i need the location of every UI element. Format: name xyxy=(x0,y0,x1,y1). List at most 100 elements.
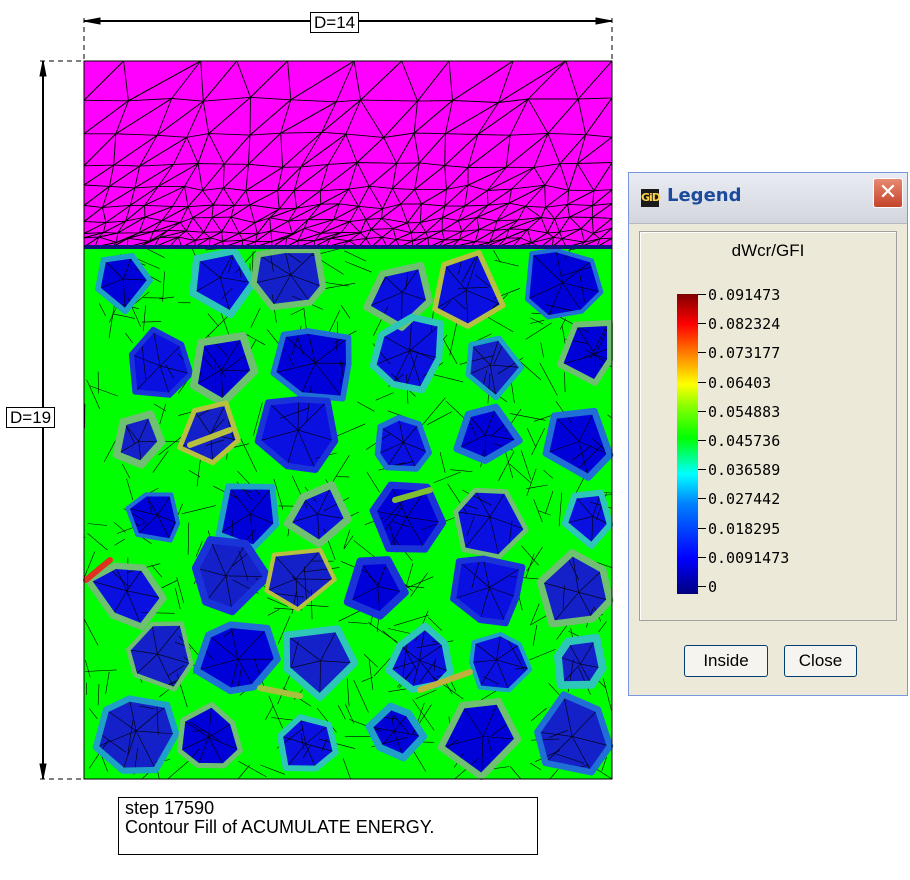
mesh-edge xyxy=(559,354,596,365)
mesh-edge xyxy=(455,511,490,518)
mesh-edge xyxy=(533,167,546,186)
mesh-edge xyxy=(467,134,511,168)
close-button[interactable]: Close xyxy=(784,645,857,677)
mesh-edge xyxy=(337,705,346,720)
mesh-edge xyxy=(103,259,124,280)
mesh-edge xyxy=(297,429,316,471)
mesh-edge xyxy=(395,232,412,240)
grain-boundary xyxy=(453,487,529,560)
mesh-edge xyxy=(594,767,613,780)
mesh-edge xyxy=(115,98,172,135)
legend-tick-label: 0.091473 xyxy=(697,286,781,304)
mesh-edge xyxy=(392,462,405,466)
mesh-edge xyxy=(209,231,222,239)
mesh-edge xyxy=(188,470,201,478)
mesh-edge xyxy=(249,99,292,136)
mesh-edge xyxy=(193,369,222,386)
mesh-edge xyxy=(366,292,403,308)
inside-button[interactable]: Inside xyxy=(684,645,768,677)
mesh-edge xyxy=(339,359,344,379)
mesh-edge xyxy=(407,347,440,363)
mesh-edge xyxy=(415,689,437,700)
mesh-edge xyxy=(253,274,291,284)
grain-boundary xyxy=(177,400,241,466)
mesh-edge xyxy=(256,217,271,235)
mesh-edge xyxy=(340,361,343,383)
mesh-edge xyxy=(381,203,401,219)
mesh-edge xyxy=(370,218,382,230)
mesh-edge xyxy=(290,308,304,316)
mesh-edge xyxy=(470,344,491,366)
mesh-edge xyxy=(485,434,520,441)
mesh-edge xyxy=(335,60,355,102)
mesh-edge xyxy=(291,219,309,235)
mesh-edge xyxy=(520,450,532,480)
mesh-edge xyxy=(534,750,561,763)
close-x-icon[interactable]: ✕ xyxy=(873,178,903,208)
mesh-edge xyxy=(139,135,158,167)
mesh-edge xyxy=(474,490,491,518)
mesh-edge xyxy=(286,634,321,662)
mesh-edge xyxy=(449,323,457,356)
mesh-edge xyxy=(527,217,542,230)
legend-tick-label: 0.06403 xyxy=(697,373,772,392)
mesh-edge xyxy=(129,698,137,731)
mesh-edge xyxy=(172,186,185,207)
mesh-edge xyxy=(349,221,361,234)
mesh-edge xyxy=(295,578,299,610)
mesh-edge xyxy=(544,163,561,186)
mesh-edge xyxy=(493,220,498,231)
mesh-edge xyxy=(152,329,161,366)
mesh-edge xyxy=(410,222,421,234)
legend-window[interactable]: GiD Legend ✕ dWcr/GFI 0.091473 0.082324 0.… xyxy=(628,172,908,696)
mesh-edge xyxy=(493,342,505,365)
mesh-edge xyxy=(99,733,126,753)
mesh-edge xyxy=(444,134,479,166)
mesh-edge xyxy=(559,134,587,164)
mesh-edge xyxy=(221,335,244,371)
mesh-edge xyxy=(197,737,209,766)
mesh-edge xyxy=(375,392,394,401)
mesh-edge xyxy=(156,100,204,136)
mesh-edge xyxy=(83,162,613,168)
mesh-edge xyxy=(286,430,299,467)
mesh-edge xyxy=(473,641,497,661)
mesh-edge xyxy=(419,203,422,223)
mesh-edge xyxy=(505,451,513,478)
mesh-edge xyxy=(584,233,594,243)
mesh-edge xyxy=(245,164,249,191)
mesh-edge xyxy=(297,400,328,431)
mesh-edge xyxy=(250,60,288,98)
mesh-edge xyxy=(440,334,458,364)
mesh-edge xyxy=(443,264,467,291)
mesh-edge xyxy=(207,313,219,327)
grain-boundary xyxy=(190,331,259,407)
mesh-edge xyxy=(365,229,372,239)
mesh-edge xyxy=(382,188,393,209)
legend-variable-name: dWcr/GFI xyxy=(731,241,805,260)
mesh-edge xyxy=(203,231,211,239)
mesh-edge xyxy=(343,529,351,549)
legend-titlebar[interactable]: GiD Legend ✕ xyxy=(629,173,907,224)
mesh-edge xyxy=(158,434,184,456)
mesh-edge xyxy=(520,229,528,239)
mesh-edge xyxy=(485,406,497,436)
mesh-edge xyxy=(488,317,514,333)
mesh-edge xyxy=(249,97,251,136)
mesh-edge xyxy=(591,516,594,546)
mesh-edge xyxy=(320,219,335,234)
mesh-edge xyxy=(432,374,464,383)
mesh-edge xyxy=(98,232,118,238)
mesh-edge xyxy=(527,98,549,134)
mesh-edge xyxy=(547,282,563,318)
mesh-edge xyxy=(575,445,602,472)
mesh-edge xyxy=(254,222,258,235)
mesh-edge xyxy=(85,660,91,678)
legend-tick-label: 0.082324 xyxy=(697,315,781,334)
mesh-edge xyxy=(555,314,589,333)
mesh-edge xyxy=(327,133,347,165)
mesh-edge xyxy=(210,402,227,435)
mesh-edge xyxy=(419,660,439,685)
mesh-edge xyxy=(426,411,453,426)
